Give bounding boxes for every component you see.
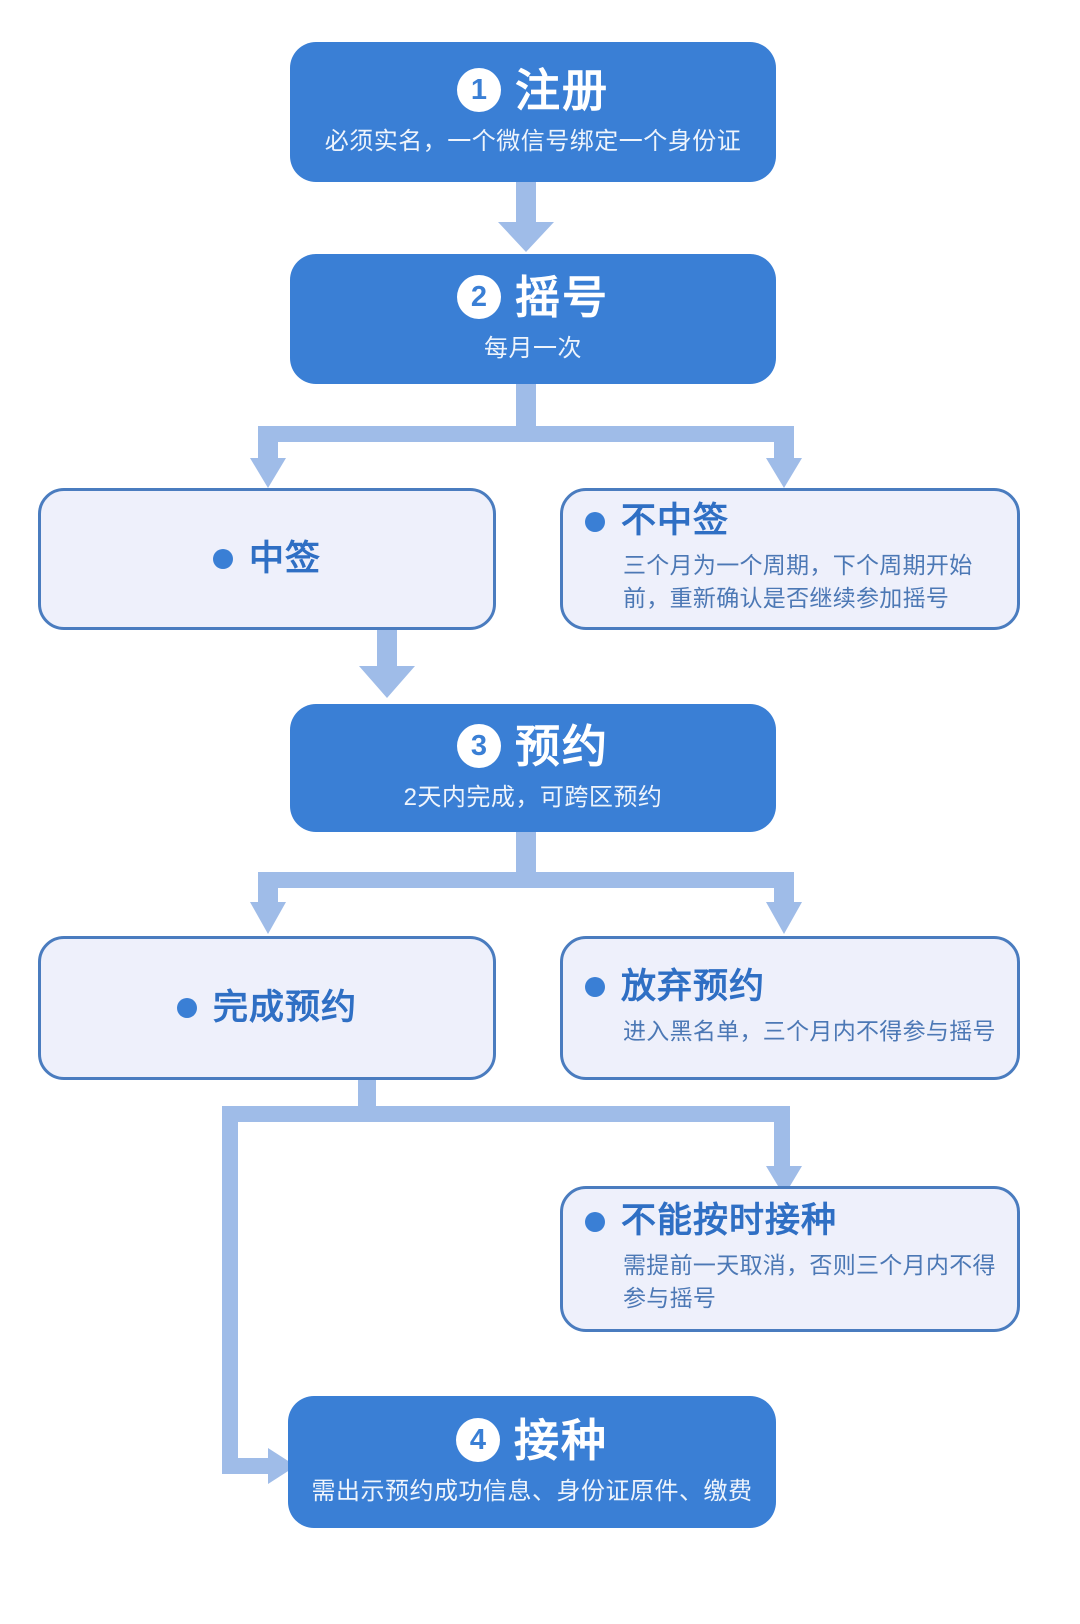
bullet-dot-icon: [585, 511, 605, 532]
step-title: 摇号: [514, 271, 609, 323]
outcome-title: 不中签: [621, 501, 730, 541]
outcome-cannot-attend-heading: 不能按时接种: [563, 1202, 1017, 1241]
connector-won-to-appointment: [359, 630, 415, 698]
bullet-dot-icon: [212, 549, 233, 569]
step-title: 预约: [514, 720, 609, 772]
step-box-register[interactable]: 1 注册 必须实名，一个微信号绑定一个身份证: [290, 42, 776, 182]
outcome-box-not-won[interactable]: 不中签 三个月为一个周期，下个周期开始前，重新确认是否继续参加摇号: [560, 488, 1020, 630]
outcome-box-cannot-attend[interactable]: 不能按时接种 需提前一天取消，否则三个月内不得参与摇号: [560, 1186, 1020, 1332]
step-subtitle: 需出示预约成功信息、身份证原件、缴费: [311, 1478, 753, 1506]
bullet-dot-icon: [176, 998, 197, 1018]
step-number-badge: 2: [456, 275, 501, 320]
step-number-badge: 1: [456, 68, 501, 113]
step-lottery-heading: 2 摇号: [456, 271, 609, 323]
outcome-body: 需提前一天取消，否则三个月内不得参与摇号: [623, 1251, 996, 1312]
step-vaccination-heading: 4 接种: [455, 1414, 608, 1466]
step-title: 注册: [514, 64, 609, 116]
step-subtitle: 每月一次: [484, 335, 582, 363]
outcome-title: 中签: [248, 538, 321, 578]
outcome-body: 进入黑名单，三个月内不得参与摇号: [623, 1017, 996, 1044]
step-box-lottery[interactable]: 2 摇号 每月一次: [290, 254, 776, 384]
outcome-appointment-abandoned-heading: 放弃预约: [563, 968, 1017, 1007]
outcome-appointment-done-heading: 完成预约: [176, 987, 357, 1028]
connector-lottery-branch: [250, 384, 802, 488]
step-box-appointment[interactable]: 3 预约 2天内完成，可跨区预约: [290, 704, 776, 832]
step-box-vaccination[interactable]: 4 接种 需出示预约成功信息、身份证原件、缴费: [288, 1396, 776, 1528]
outcome-won-heading: 中签: [212, 538, 321, 579]
connector-register-to-lottery: [498, 182, 554, 252]
outcome-box-appointment-abandoned[interactable]: 放弃预约 进入黑名单，三个月内不得参与摇号: [560, 936, 1020, 1080]
outcome-title: 放弃预约: [621, 967, 766, 1007]
step-subtitle: 2天内完成，可跨区预约: [403, 784, 663, 812]
outcome-box-appointment-done[interactable]: 完成预约: [38, 936, 496, 1080]
bullet-dot-icon: [585, 1211, 605, 1232]
step-appointment-heading: 3 预约: [456, 720, 609, 772]
outcome-title: 不能按时接种: [621, 1201, 838, 1241]
connector-appointment-branch: [250, 832, 802, 934]
step-number-badge: 3: [456, 724, 501, 769]
step-title: 接种: [513, 1414, 608, 1466]
outcome-not-won-heading: 不中签: [563, 502, 1017, 541]
step-subtitle: 必须实名，一个微信号绑定一个身份证: [324, 128, 742, 156]
outcome-title: 完成预约: [212, 987, 357, 1027]
bullet-dot-icon: [585, 977, 605, 998]
outcome-box-won[interactable]: 中签: [38, 488, 496, 630]
step-number-badge: 4: [455, 1418, 500, 1463]
step-register-heading: 1 注册: [456, 64, 609, 116]
outcome-body: 三个月为一个周期，下个周期开始前，重新确认是否继续参加摇号: [623, 551, 973, 612]
